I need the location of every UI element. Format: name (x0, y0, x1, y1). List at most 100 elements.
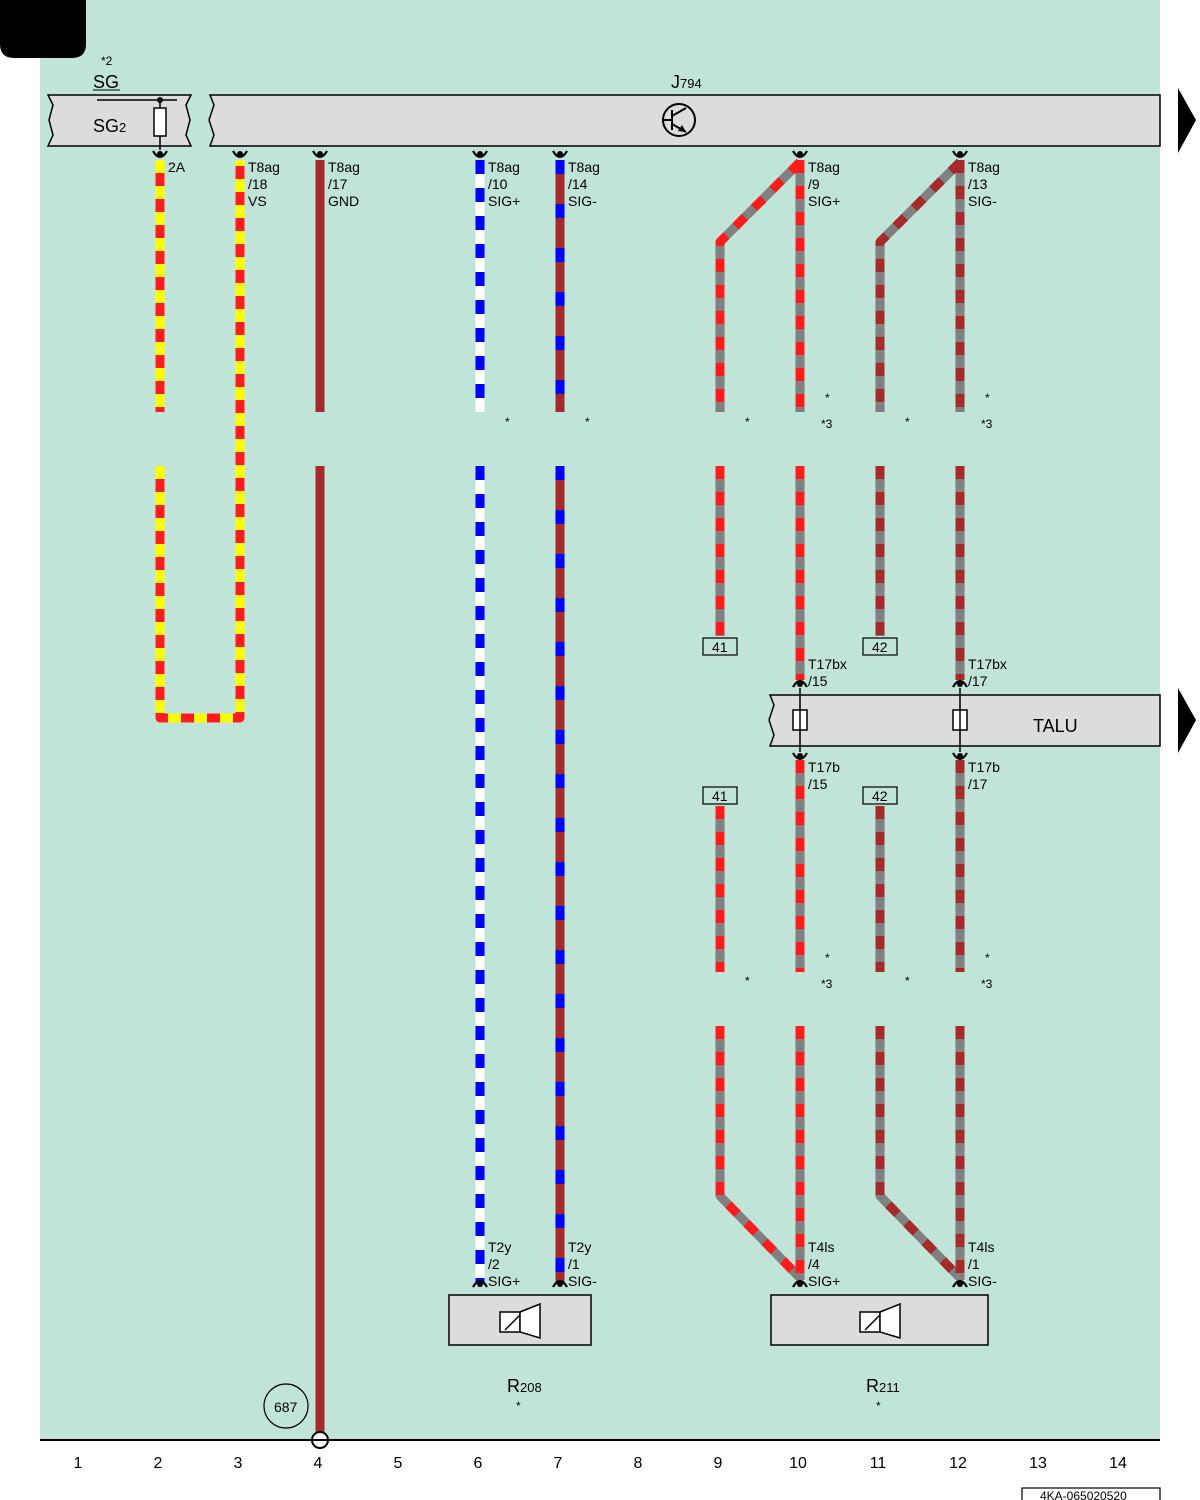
svg-text:/14: /14 (568, 176, 588, 192)
pin-label-t8ag-9: T8ag /9 SIG+ (808, 159, 840, 209)
svg-text:/15: /15 (808, 673, 828, 689)
column-number: 12 (949, 1455, 967, 1472)
note-star: * (905, 974, 910, 988)
note-star3: *3 (821, 417, 833, 431)
speaker-icon (859, 1302, 901, 1340)
connector-pin-t17bx (792, 679, 808, 688)
svg-text:42: 42 (872, 788, 888, 804)
pin-label-t17b-17: T17b /17 (968, 759, 1000, 792)
connector-pin-top (152, 150, 168, 159)
column-number: 9 (714, 1455, 723, 1472)
connector-pin-bottom (952, 1279, 968, 1288)
svg-text:/10: /10 (488, 176, 508, 192)
r211-label: R211 (866, 1376, 900, 1396)
svg-text:4KA-065020520: 4KA-065020520 (1040, 1489, 1127, 1500)
column-number: 11 (870, 1455, 887, 1472)
column-number: 1 (74, 1455, 83, 1472)
note-star: * (585, 415, 590, 429)
column-number: 4 (314, 1455, 323, 1472)
svg-text:SIG+: SIG+ (808, 1273, 840, 1289)
r211-note: * (876, 1399, 881, 1413)
connector-pin-bottom (472, 1279, 488, 1288)
sg-label: SG (93, 72, 119, 92)
r211-speaker (770, 1294, 989, 1346)
pin-label-t8ag-17: T8ag /17 GND (328, 159, 360, 209)
svg-text:687: 687 (274, 1399, 298, 1415)
svg-text:/17: /17 (328, 176, 348, 192)
sg-fuse-box: SG2 (46, 94, 193, 150)
doc-code-box: 4KA-065020520 (1021, 1487, 1161, 1500)
pin-label-t8ag-14: T8ag /14 SIG- (568, 159, 600, 209)
note-star3: *3 (981, 977, 993, 991)
column-number: 10 (789, 1455, 807, 1472)
connector-pin-top (552, 150, 568, 159)
pin-label-t2y-2: T2y /2 SIG+ (488, 1239, 520, 1289)
svg-text:T17b: T17b (968, 759, 1000, 775)
wire-grey-red-col9 (715, 158, 804, 412)
svg-text:T2y: T2y (568, 1239, 591, 1255)
svg-text:42: 42 (872, 639, 888, 655)
note-star: * (505, 415, 510, 429)
svg-text:SIG-: SIG- (968, 1273, 997, 1289)
note-star: * (985, 951, 990, 965)
note-star: * (745, 415, 750, 429)
pin-label-t17bx-17: T17bx /17 (968, 656, 1007, 689)
svg-text:SIG-: SIG- (568, 193, 597, 209)
wires (155, 158, 965, 1438)
column-number: 2 (154, 1455, 163, 1472)
column-number: 13 (1029, 1455, 1047, 1472)
talu-label: TALU (1033, 716, 1078, 736)
connector-pin-bottom (792, 1279, 808, 1288)
pin-label-t2y-1: T2y /1 SIG- (568, 1239, 597, 1289)
pin-label-t8ag-10: T8ag /10 SIG+ (488, 159, 520, 209)
svg-text:SIG+: SIG+ (488, 1273, 520, 1289)
column-number: 8 (634, 1455, 643, 1472)
fuse-icon (153, 107, 167, 137)
svg-text:/18: /18 (248, 176, 268, 192)
sg-note: *2 (101, 54, 113, 68)
column-number: 5 (394, 1455, 403, 1472)
ref-box-41-lower: 41 (702, 786, 738, 805)
svg-text:T17bx: T17bx (808, 656, 847, 672)
ground-point-687: 687 (263, 1383, 309, 1429)
svg-text:/17: /17 (968, 776, 988, 792)
svg-text:T8ag: T8ag (968, 159, 1000, 175)
note-star: * (745, 974, 750, 988)
j794-control-unit (208, 94, 1161, 147)
column-number: 6 (474, 1455, 483, 1472)
r208-note: * (516, 1399, 521, 1413)
note-star3: *3 (821, 977, 833, 991)
svg-text:41: 41 (712, 639, 728, 655)
svg-text:41: 41 (712, 788, 728, 804)
connector-pin-top (952, 150, 968, 159)
pin-label-t4ls-4: T4ls /4 SIG+ (808, 1239, 840, 1289)
r208-speaker (448, 1294, 592, 1346)
svg-text:SIG-: SIG- (568, 1273, 597, 1289)
pin-label-2a: 2A (168, 159, 186, 175)
svg-text:T4ls: T4ls (968, 1239, 994, 1255)
svg-text:SIG-: SIG- (968, 193, 997, 209)
svg-text:SIG+: SIG+ (808, 193, 840, 209)
connector-pin-t17bx (952, 679, 968, 688)
note-star: * (825, 391, 830, 405)
column-number: 14 (1109, 1455, 1127, 1472)
note-star: * (825, 951, 830, 965)
connector-pin-t17b (792, 752, 808, 761)
svg-text:T8ag: T8ag (568, 159, 600, 175)
ref-box-42-upper: 42 (862, 637, 898, 656)
connector-pin-top (232, 150, 248, 159)
connector-pin-top (792, 150, 808, 159)
pin-label-t8ag-18: T8ag /18 VS (248, 159, 280, 209)
svg-text:/1: /1 (568, 1256, 580, 1272)
svg-text:SIG+: SIG+ (488, 193, 520, 209)
r208-label: R208 (507, 1376, 542, 1396)
svg-text:T8ag: T8ag (488, 159, 520, 175)
j794-label: J794 (671, 72, 702, 92)
ref-box-41-upper: 41 (702, 637, 738, 656)
continuation-arrow-top (1178, 88, 1196, 153)
svg-text:T4ls: T4ls (808, 1239, 834, 1255)
connector-pin-t17b (952, 752, 968, 761)
note-star: * (985, 391, 990, 405)
svg-text:T8ag: T8ag (808, 159, 840, 175)
